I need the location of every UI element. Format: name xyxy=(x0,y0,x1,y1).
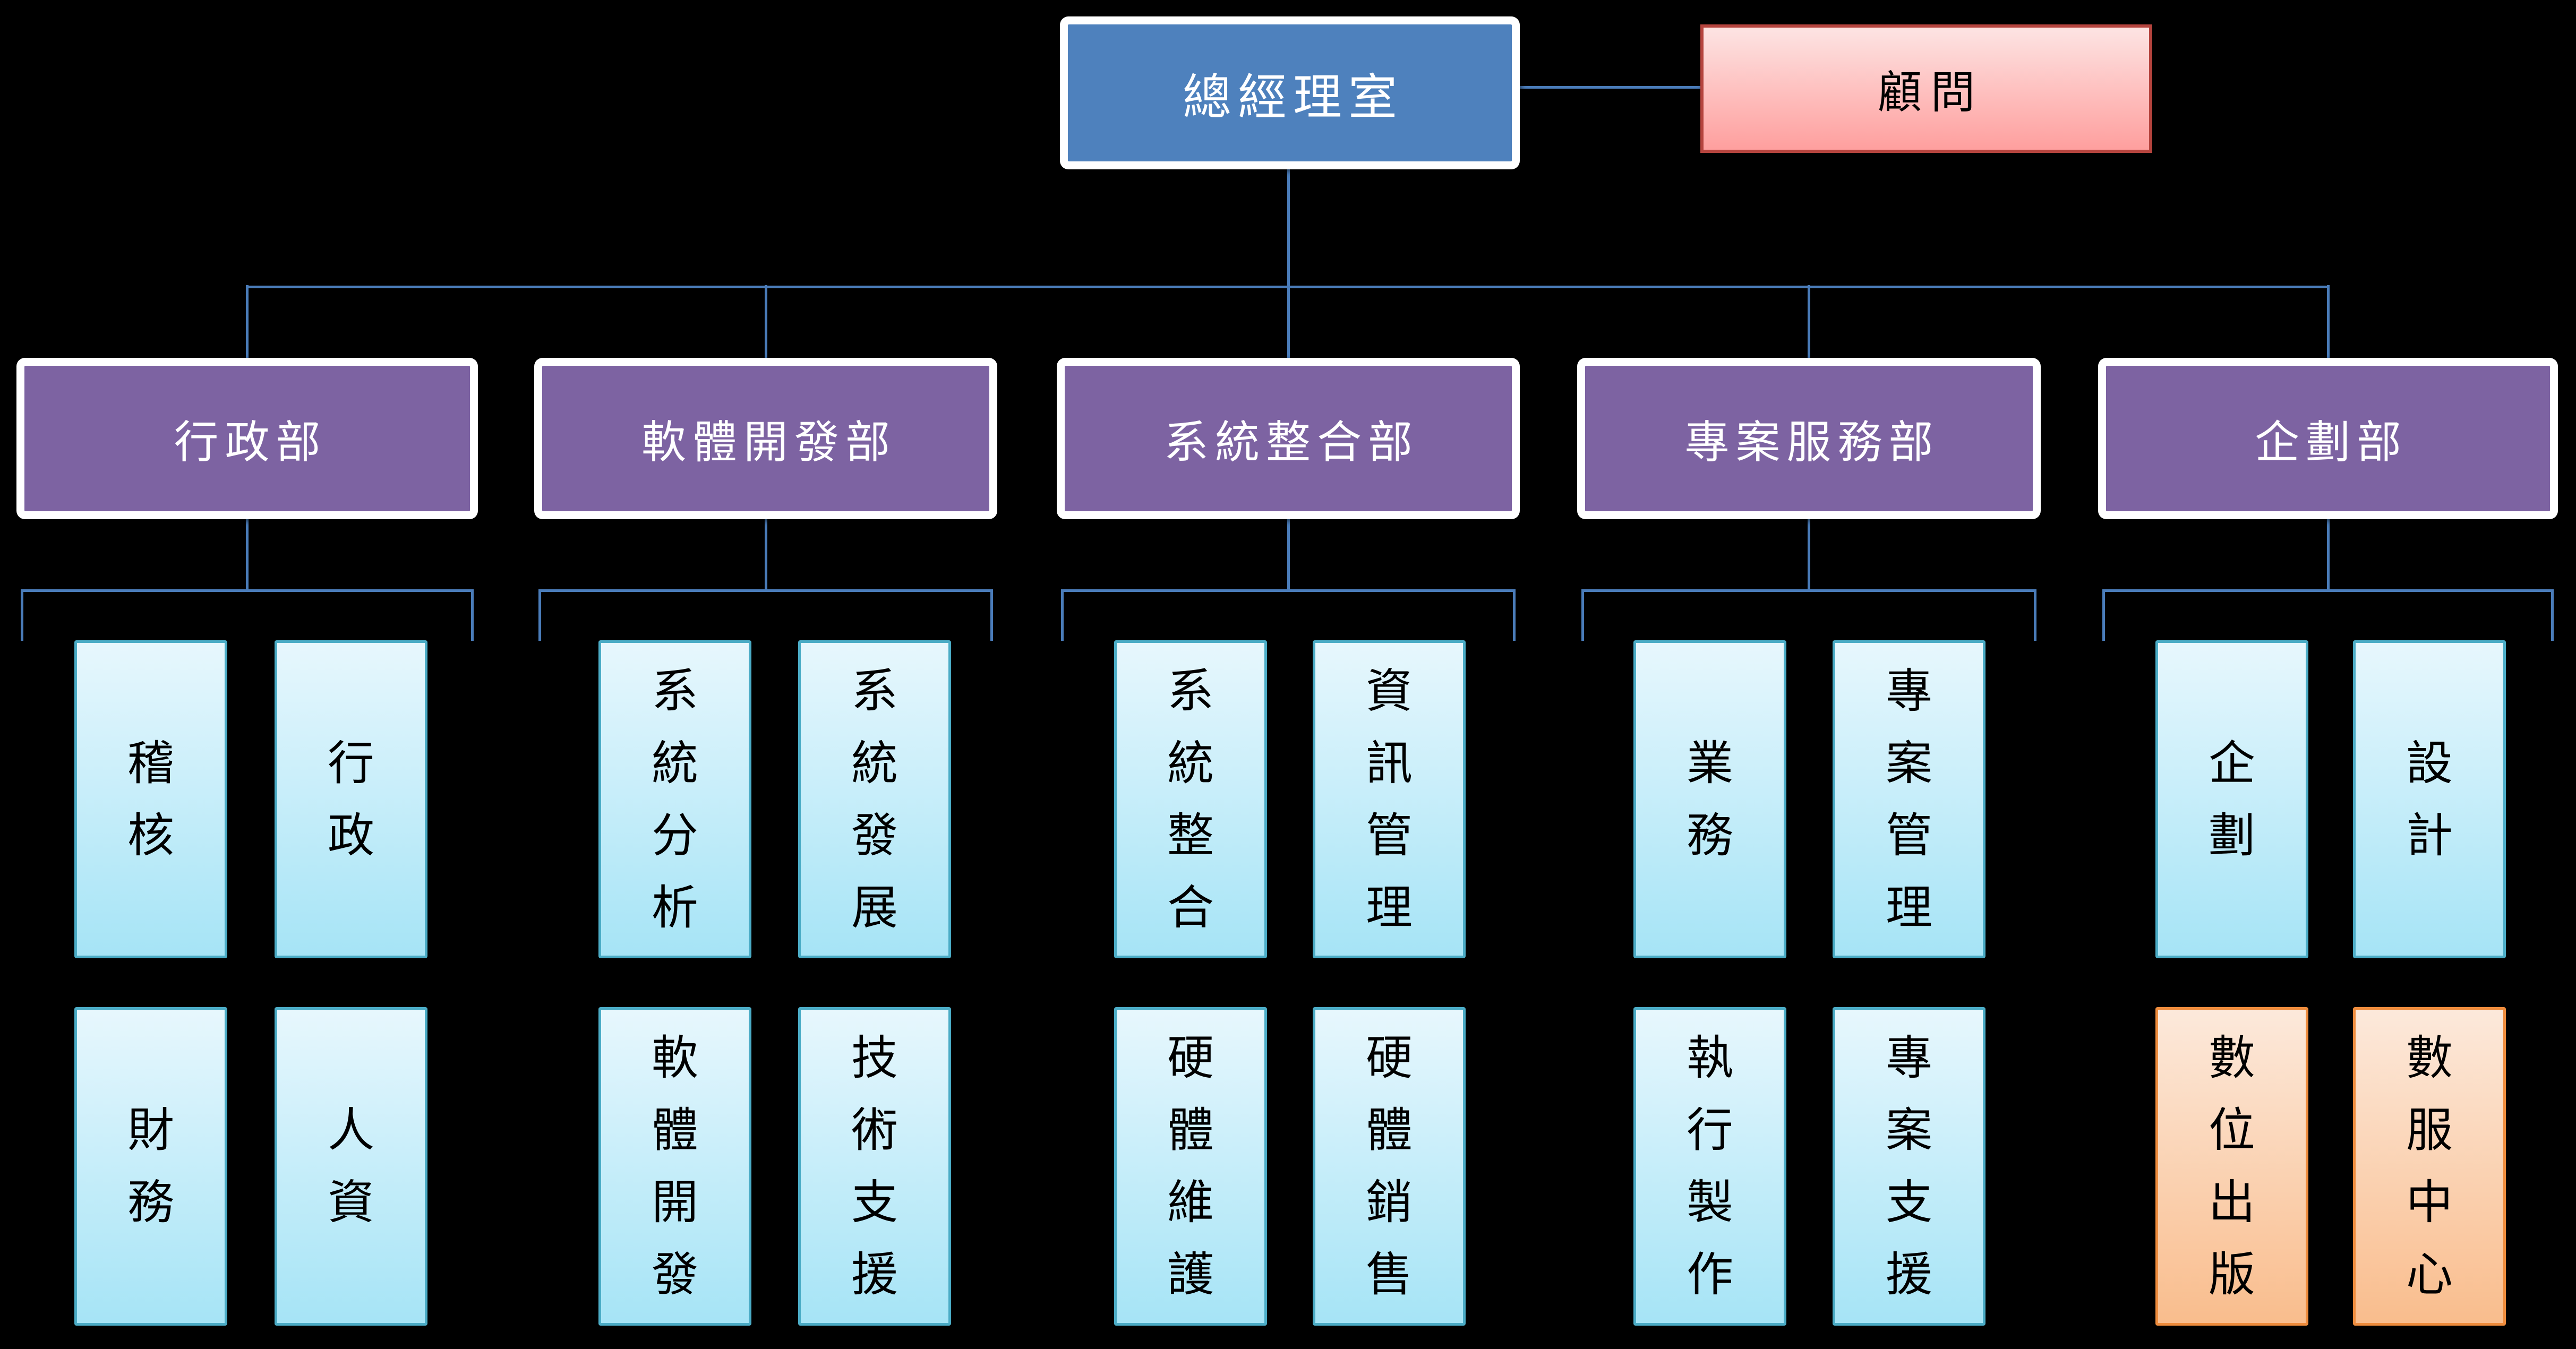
dept-stem-line xyxy=(764,285,767,358)
group-bracket-line xyxy=(538,589,993,592)
dept-label: 軟體開發部 xyxy=(641,416,896,468)
group-stem-line xyxy=(1287,519,1290,592)
unit-label: 稽 核 xyxy=(127,735,174,863)
unit-box-4-0: 企 劃 xyxy=(2155,640,2308,958)
dept-label: 企劃部 xyxy=(2254,416,2408,468)
ceo-office-label: 總經理室 xyxy=(1182,68,1403,126)
unit-label: 設 計 xyxy=(2406,735,2453,863)
unit-label: 業 務 xyxy=(1686,735,1733,863)
dept-box-0: 行政部 xyxy=(16,358,478,519)
unit-box-3-3: 專 案 支 援 xyxy=(1833,1007,1986,1326)
unit-box-1-0: 系 統 分 析 xyxy=(598,640,751,958)
unit-label: 專 案 管 理 xyxy=(1885,663,1932,935)
bracket-drop-left-line xyxy=(21,589,23,641)
unit-label: 人 資 xyxy=(327,1103,374,1230)
dept-label: 專案服務部 xyxy=(1684,416,1940,468)
unit-label: 系 統 發 展 xyxy=(851,663,898,935)
dept-fill: 系統整合部 xyxy=(1065,366,1512,511)
unit-label: 財 務 xyxy=(127,1103,174,1230)
group-bracket-line xyxy=(2102,589,2554,592)
unit-box-2-2: 硬 體 維 護 xyxy=(1114,1007,1267,1326)
unit-box-1-1: 系 統 發 展 xyxy=(798,640,951,958)
advisor-box: 顧問 xyxy=(1700,24,2152,153)
unit-box-0-2: 財 務 xyxy=(74,1007,227,1326)
dept-fill: 行政部 xyxy=(24,366,470,511)
bracket-drop-right-line xyxy=(2551,589,2554,641)
unit-label: 系 統 分 析 xyxy=(651,663,698,935)
unit-box-1-2: 軟 體 開 發 xyxy=(598,1007,751,1326)
advisor-label: 顧問 xyxy=(1877,66,1984,118)
unit-label: 硬 體 銷 售 xyxy=(1365,1030,1413,1302)
ceo-office-fill: 總經理室 xyxy=(1068,24,1512,161)
unit-box-2-1: 資 訊 管 理 xyxy=(1313,640,1466,958)
unit-label: 企 劃 xyxy=(2208,735,2255,863)
unit-label: 數 位 出 版 xyxy=(2208,1030,2255,1302)
unit-label: 軟 體 開 發 xyxy=(651,1030,698,1302)
unit-label: 執 行 製 作 xyxy=(1686,1030,1733,1302)
dept-label: 系統整合部 xyxy=(1163,416,1419,468)
unit-box-0-1: 行 政 xyxy=(275,640,427,958)
unit-box-3-2: 執 行 製 作 xyxy=(1633,1007,1786,1326)
unit-label: 專 案 支 援 xyxy=(1885,1030,1932,1302)
unit-box-4-1: 設 計 xyxy=(2353,640,2506,958)
unit-box-3-1: 專 案 管 理 xyxy=(1833,640,1986,958)
unit-box-2-0: 系 統 整 合 xyxy=(1114,640,1267,958)
bracket-drop-right-line xyxy=(990,589,993,641)
dept-box-2: 系統整合部 xyxy=(1057,358,1520,519)
advisor-connector-line xyxy=(1518,86,1700,89)
unit-label: 技 術 支 援 xyxy=(851,1030,898,1302)
unit-label: 硬 體 維 護 xyxy=(1167,1030,1214,1302)
group-stem-line xyxy=(2326,519,2330,592)
bracket-drop-left-line xyxy=(1061,589,1064,641)
bracket-drop-left-line xyxy=(2102,589,2105,641)
bracket-drop-left-line xyxy=(1581,589,1584,641)
root-stem-line xyxy=(1287,169,1290,288)
group-stem-line xyxy=(764,519,767,592)
bracket-drop-right-line xyxy=(1513,589,1516,641)
dept-fill: 專案服務部 xyxy=(1585,366,2033,511)
dept-stem-line xyxy=(246,285,249,358)
unit-label: 系 統 整 合 xyxy=(1167,663,1214,935)
dept-stem-line xyxy=(1287,285,1290,358)
dept-box-3: 專案服務部 xyxy=(1577,358,2041,519)
unit-box-4-2: 數 位 出 版 xyxy=(2155,1007,2308,1326)
unit-label: 資 訊 管 理 xyxy=(1365,663,1413,935)
group-stem-line xyxy=(246,519,249,592)
group-bracket-line xyxy=(21,589,474,592)
unit-box-0-3: 人 資 xyxy=(275,1007,427,1326)
dept-fill: 企劃部 xyxy=(2106,366,2550,511)
dept-box-1: 軟體開發部 xyxy=(534,358,997,519)
dept-box-4: 企劃部 xyxy=(2098,358,2558,519)
unit-box-0-0: 稽 核 xyxy=(74,640,227,958)
dept-stem-line xyxy=(2326,285,2330,358)
unit-box-4-3: 數 服 中 心 xyxy=(2353,1007,2506,1326)
dept-stem-line xyxy=(1808,285,1810,358)
bracket-drop-left-line xyxy=(538,589,541,641)
unit-label: 行 政 xyxy=(327,735,374,863)
unit-label: 數 服 中 心 xyxy=(2406,1030,2453,1302)
dept-fill: 軟體開發部 xyxy=(542,366,989,511)
dept-label: 行政部 xyxy=(174,416,327,468)
bracket-drop-right-line xyxy=(471,589,474,641)
group-bracket-line xyxy=(1581,589,2036,592)
unit-box-2-3: 硬 體 銷 售 xyxy=(1313,1007,1466,1326)
unit-box-3-0: 業 務 xyxy=(1633,640,1786,958)
group-stem-line xyxy=(1808,519,1810,592)
ceo-office-box: 總經理室 xyxy=(1060,16,1520,169)
group-bracket-line xyxy=(1061,589,1516,592)
unit-box-1-3: 技 術 支 援 xyxy=(798,1007,951,1326)
bracket-drop-right-line xyxy=(2034,589,2036,641)
